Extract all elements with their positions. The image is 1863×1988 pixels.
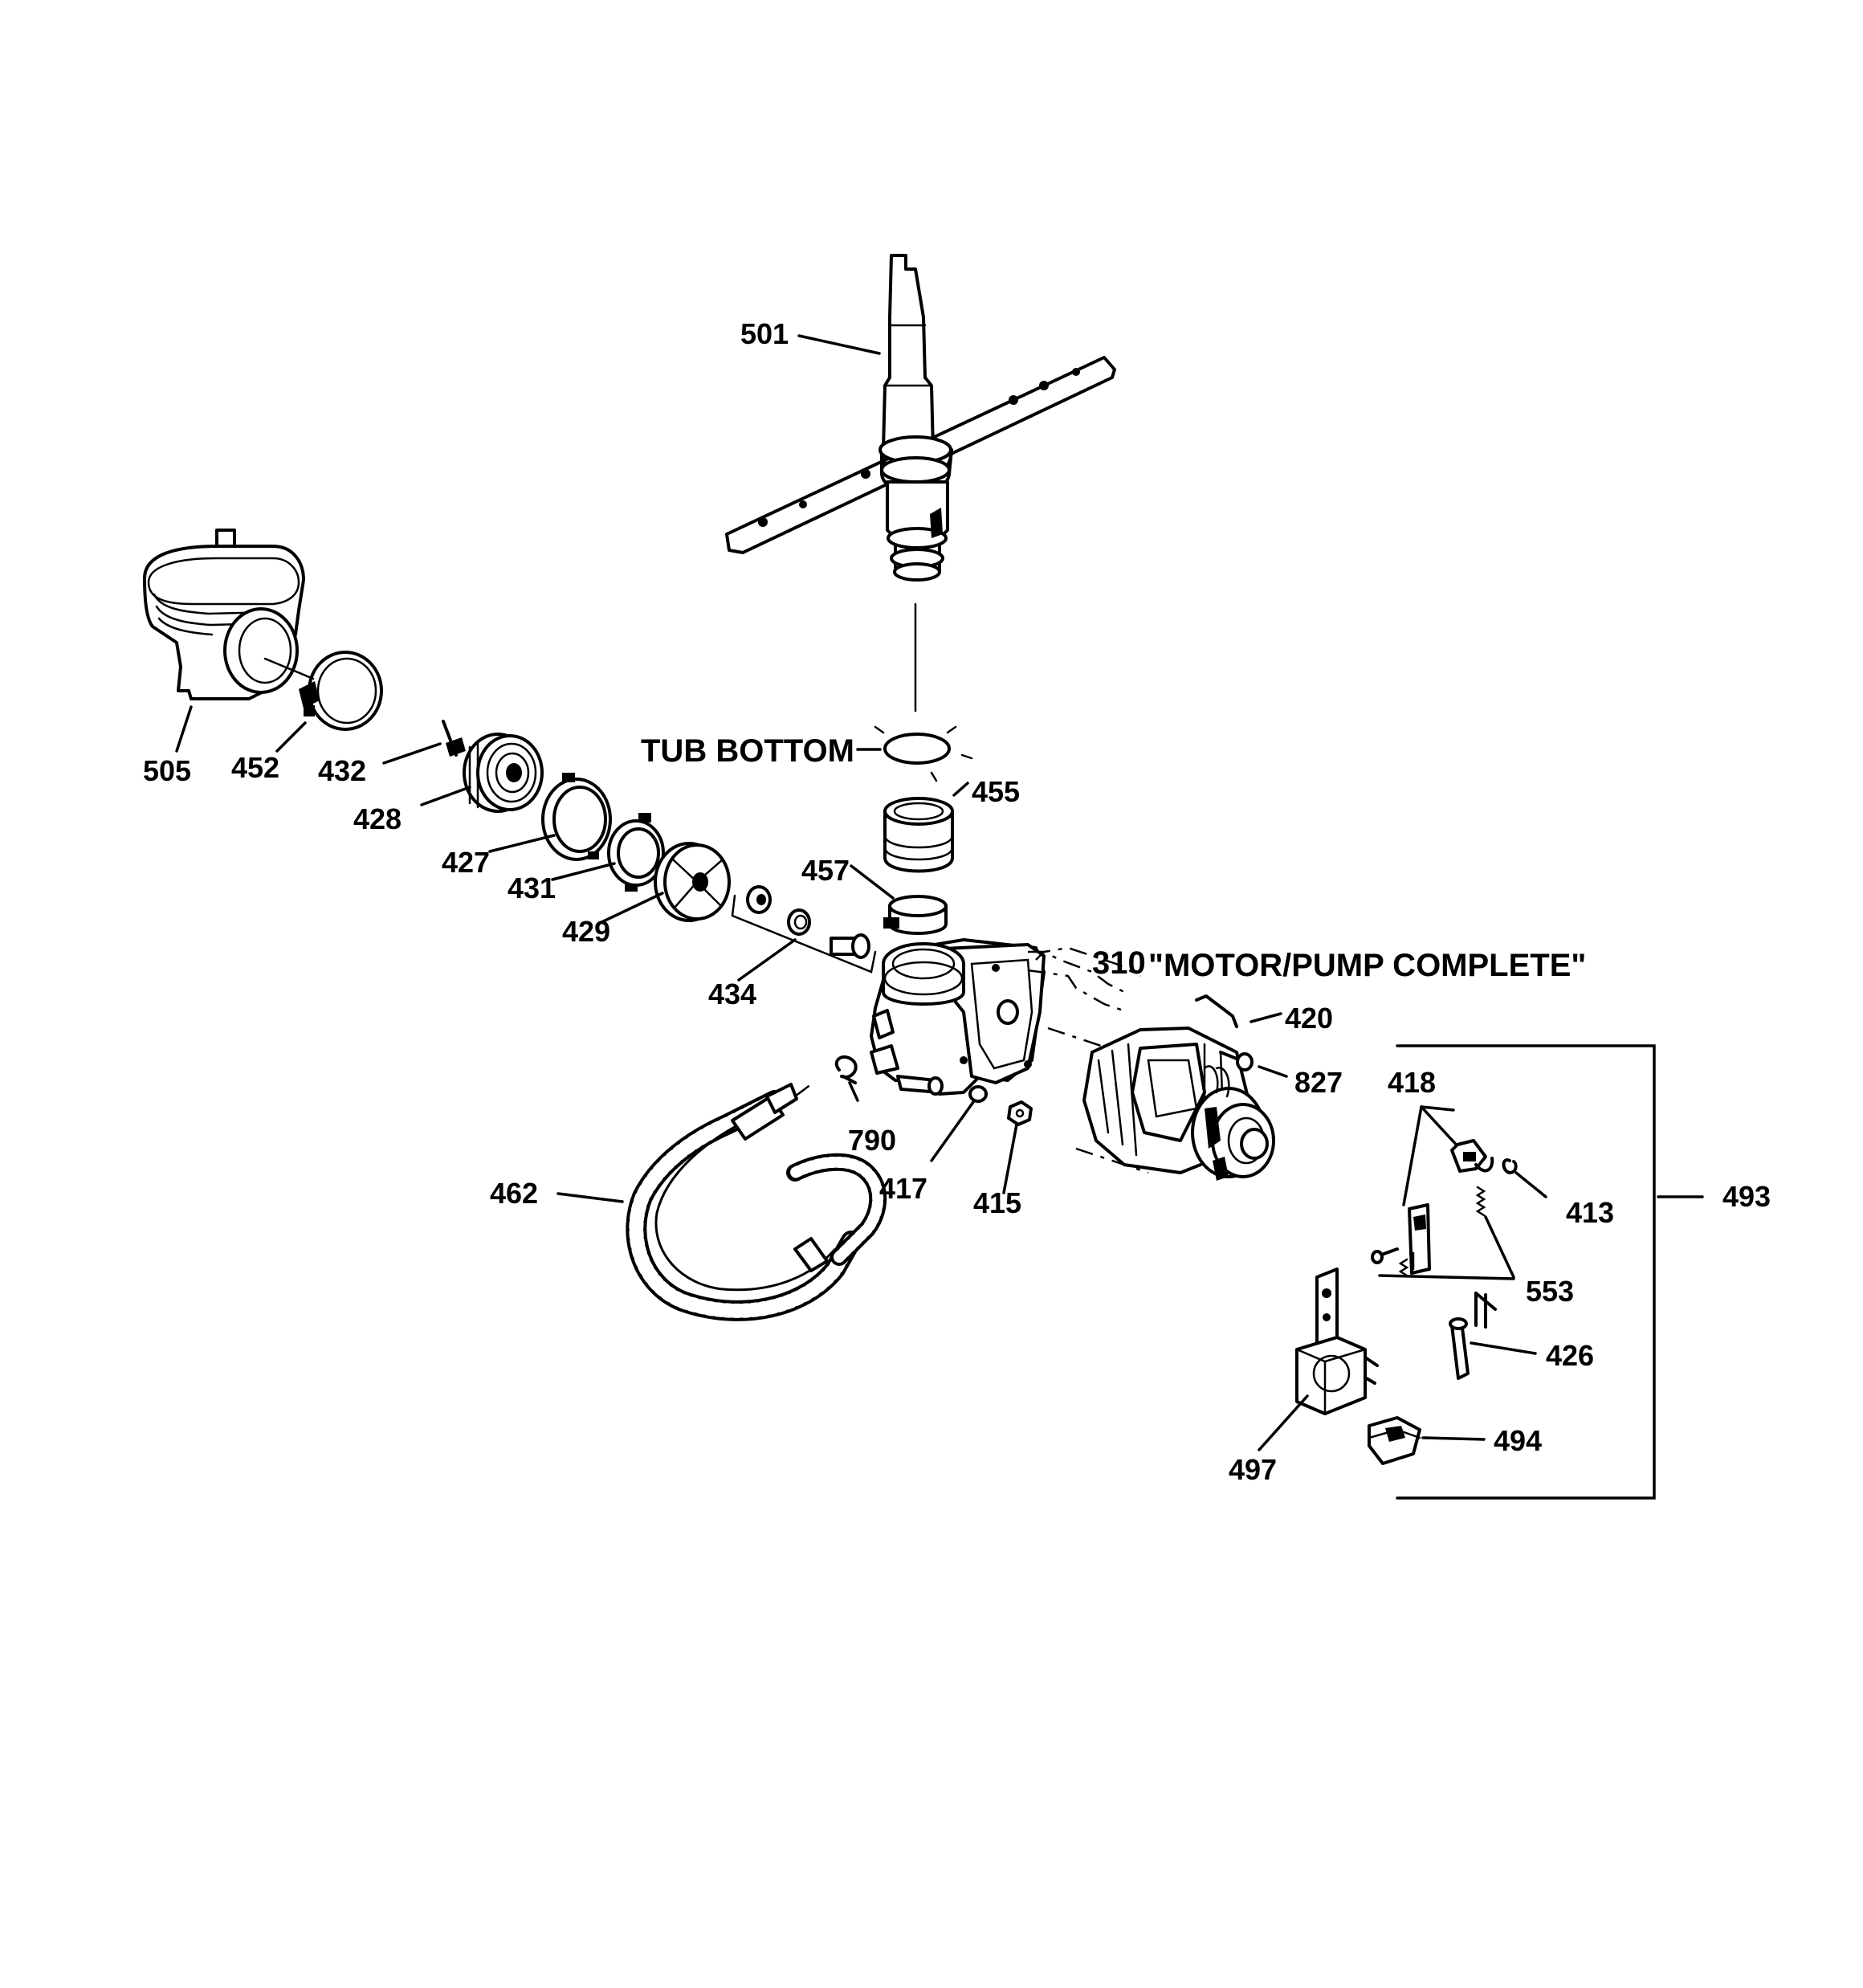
motor-pump-label: "MOTOR/PUMP COMPLETE" [1148, 948, 1586, 983]
callout-429: 429 [562, 915, 610, 948]
callout-553: 553 [1526, 1275, 1574, 1308]
callout-497: 497 [1229, 1453, 1277, 1486]
callout-428: 428 [353, 802, 402, 835]
alignment-line-3 [1035, 946, 1141, 978]
callout-462: 462 [490, 1177, 538, 1210]
ring-427 [541, 773, 612, 861]
tub-bottom-ring [874, 725, 973, 782]
callout-434: 434 [708, 978, 756, 1010]
callout-452: 452 [231, 751, 279, 784]
bracket-493 [1396, 1044, 1656, 1500]
callout-418: 418 [1388, 1066, 1436, 1099]
alignment-line-7 [1075, 1147, 1149, 1174]
pin-426 [1449, 1292, 1497, 1380]
motor-310 [1082, 1027, 1275, 1181]
float-arm-418 [1371, 1105, 1518, 1277]
callout-427: 427 [442, 846, 490, 879]
clamp-457 [883, 895, 948, 935]
callout-790: 790 [848, 1124, 896, 1157]
callout-431: 431 [508, 872, 556, 904]
screw-432 [442, 720, 466, 757]
callout-827: 827 [1294, 1066, 1343, 1099]
spray-arm-501 [725, 254, 1116, 582]
clip-790 [834, 1055, 858, 1084]
callout-501: 501 [740, 317, 789, 350]
hose-clamp-452 [263, 651, 383, 731]
tub-bottom-label: TUB BOTTOM [641, 733, 854, 769]
callout-457: 457 [801, 854, 850, 887]
callout-505: 505 [143, 754, 191, 787]
callout-494: 494 [1494, 1424, 1542, 1457]
motor-pump-number: 310 [1092, 945, 1146, 981]
screw-827 [1219, 1051, 1254, 1072]
impeller-429 [654, 842, 731, 922]
wire-clip-420 [1195, 994, 1238, 1028]
bracket-497 [1295, 1268, 1379, 1415]
hose-462 [626, 1083, 887, 1321]
callout-426: 426 [1546, 1339, 1594, 1372]
callout-420: 420 [1285, 1002, 1333, 1035]
callout-415: 415 [973, 1186, 1021, 1219]
callout-493: 493 [1722, 1180, 1771, 1213]
callout-413: 413 [1566, 1196, 1614, 1229]
seal-455 [883, 797, 954, 873]
sump-housing-505 [143, 529, 305, 700]
callout-432: 432 [318, 754, 366, 787]
bearing-kit-434 [731, 885, 877, 974]
callout-417: 417 [879, 1172, 927, 1205]
washer-417 [968, 1085, 988, 1103]
leader-lines [175, 334, 1704, 1451]
retainer-431 [607, 813, 665, 892]
callout-labels: 501 505 452 432 428 427 431 429 434 TUB … [143, 317, 1771, 1486]
pump-housing [870, 938, 1046, 1096]
alignment-line-1 [1028, 950, 1125, 994]
switch-494 [1368, 1416, 1421, 1465]
nut-415 [1007, 1100, 1033, 1126]
alignment-line-2 [1027, 969, 1129, 1014]
chopper-428 [463, 733, 544, 813]
callout-455: 455 [972, 775, 1020, 808]
alignment-line-6 [794, 1084, 812, 1097]
